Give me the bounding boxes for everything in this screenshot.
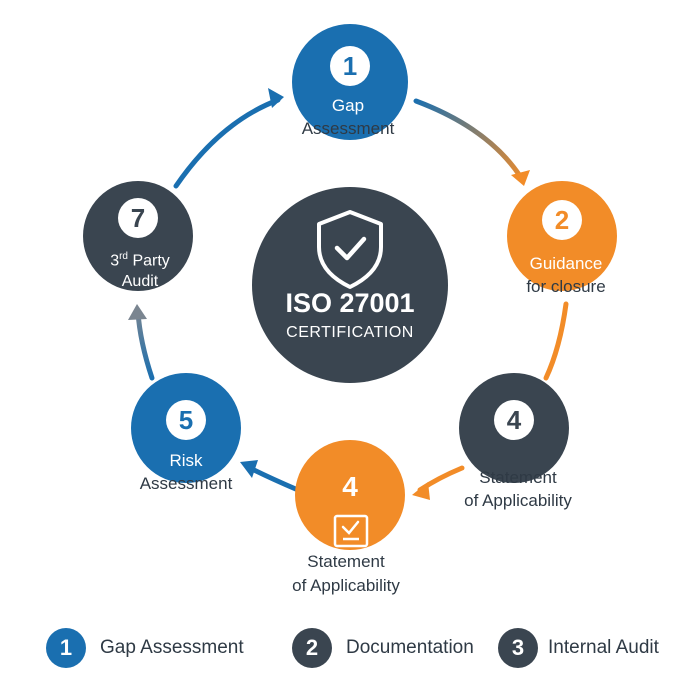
step-2-line2: for closure bbox=[526, 276, 606, 296]
connector-7-to-1 bbox=[173, 97, 281, 189]
step-5-label: Risk Assessment bbox=[140, 451, 233, 493]
legend-badge-2: 2 bbox=[292, 628, 332, 668]
step-2-label: Guidance for closure bbox=[526, 254, 605, 296]
connector-4-to-5 bbox=[247, 465, 301, 493]
step-1-label: Gap Assessment bbox=[302, 96, 395, 138]
arrowhead-to-5 bbox=[240, 460, 258, 478]
connector-1-to-2 bbox=[413, 98, 523, 179]
step-7-line1-sup: rd bbox=[119, 251, 129, 262]
step-4b-label: Statement of Applicability bbox=[292, 552, 400, 595]
legend-item-internal-audit: 3 Internal Audit bbox=[498, 628, 659, 668]
connector-2-to-4 bbox=[543, 301, 569, 381]
step-7-label: 3rd Party Audit bbox=[110, 251, 170, 291]
legend-label-3: Internal Audit bbox=[548, 637, 659, 658]
step-4b-circle bbox=[295, 440, 405, 550]
shield-check-icon bbox=[317, 210, 383, 289]
legend-item-documentation: 2 Documentation bbox=[292, 628, 474, 668]
checklist-icon bbox=[333, 514, 369, 548]
step-7-line1-main: 3 bbox=[110, 252, 120, 270]
legend-label-2: Documentation bbox=[346, 637, 474, 658]
step-2-number: 2 bbox=[542, 200, 582, 240]
step-4b-number: 4 bbox=[342, 471, 358, 502]
step-7-number: 7 bbox=[118, 198, 158, 238]
legend-badge-3: 3 bbox=[498, 628, 538, 668]
step-7-line2: Audit bbox=[121, 272, 159, 290]
step-4-label: Statement of Applicability bbox=[464, 468, 572, 510]
step-5-line2: Assessment bbox=[139, 473, 233, 493]
step-1-line2: Assessment bbox=[301, 118, 395, 138]
step-4-number: 4 bbox=[494, 400, 534, 440]
arrowhead-to-7 bbox=[128, 304, 147, 320]
arrowhead-to-1 bbox=[268, 88, 284, 108]
legend-label-1: Gap Assessment bbox=[100, 637, 244, 658]
step-1-number: 1 bbox=[330, 46, 370, 86]
center-title: ISO 27001 bbox=[285, 288, 415, 318]
arrowhead-to-2 bbox=[511, 170, 530, 186]
step-4b-line1: Statement bbox=[307, 552, 385, 571]
step-5-line1: Risk bbox=[169, 451, 203, 470]
arrowhead-to-4b bbox=[412, 482, 430, 500]
step-1-line1: Gap bbox=[331, 96, 365, 115]
step-7-line1-rest: Party bbox=[128, 252, 170, 270]
center-subtitle: CERTIFICATION bbox=[286, 324, 414, 341]
legend: 1 Gap Assessment 2 Documentation 3 Inter… bbox=[0, 628, 700, 668]
step-4-line2: of Applicability bbox=[464, 490, 572, 510]
step-4-line1: Statement bbox=[479, 468, 557, 487]
connector-5-to-7 bbox=[135, 309, 155, 381]
legend-badge-1: 1 bbox=[46, 628, 86, 668]
step-2-line1: Guidance bbox=[529, 254, 603, 273]
legend-item-gap-assessment: 1 Gap Assessment bbox=[46, 628, 244, 668]
step-7-line1: 3rd Party bbox=[110, 251, 170, 271]
step-4b-line2: of Applicability bbox=[292, 575, 400, 595]
step-5-number: 5 bbox=[166, 400, 206, 440]
